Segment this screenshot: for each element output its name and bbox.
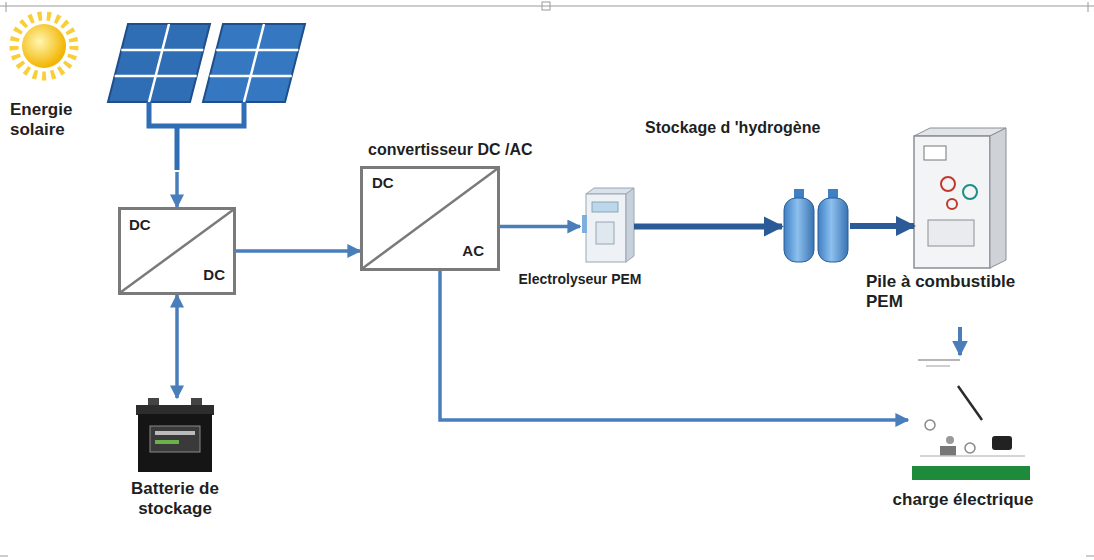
flow-arrow [236,249,360,253]
device-outline [8,12,308,172]
device-outline [908,355,1033,485]
dc-dc-converter: DC DC [118,207,236,295]
flow-arrow [850,223,914,229]
flow-arrow [440,271,908,420]
converter-label: DC [185,266,225,284]
hydrogen-cylinders [784,189,848,262]
device-outline [135,398,215,475]
converter-label: DC [129,216,169,234]
device-outline [782,189,850,263]
solar-node: Energie solaire [8,12,308,172]
node-label: Stockage d 'hydrogène [645,118,860,137]
battery-icon [136,398,214,472]
flow-arrow [958,327,962,355]
load-panel [912,360,1030,480]
battery-node: Batterie de stockage [115,395,237,550]
device-outline [580,188,634,265]
converter-label: DC [372,174,412,192]
hydrogen-storage-node: Stockage d 'hydrogène [645,116,862,266]
flow-arrow [175,172,179,207]
device-outline [914,128,1006,270]
fuel-cell-node: Pile à combustible PEM [860,122,1090,327]
flow-arrow [500,225,580,229]
load-node: charge électrique [848,352,1080,522]
node-label: Pile à combustible PEM [866,272,1056,313]
node-label: Batterie de stockage [115,479,235,520]
converter-label: AC [444,242,484,260]
node-label: convertisseur DC /AC [368,140,598,159]
node-label: charge électrique [848,490,1078,510]
flow-arrow [634,224,782,230]
electrolyser-icon [582,188,634,262]
electrolyser-node: Electrolyseur PEM [500,185,662,297]
node-label: Electrolyseur PEM [500,271,660,288]
dc-ac-converter: convertisseur DC /AC DC AC [360,138,600,273]
solar-panels [108,24,305,170]
node-label: Energie solaire [10,100,110,141]
sun-icon [14,16,74,76]
flow-arrow [175,295,179,398]
fuel-cell-cabinet [914,128,1006,268]
